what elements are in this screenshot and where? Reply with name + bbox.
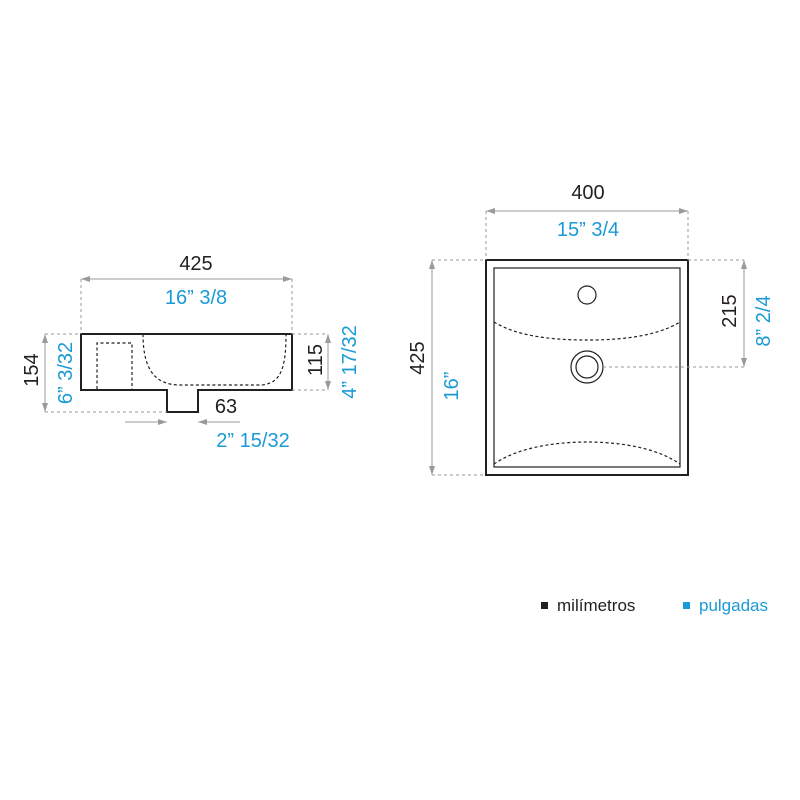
side-width-mm: 425 (179, 253, 212, 275)
top-drain-mm: 215 (719, 294, 741, 327)
legend: milímetros pulgadas (541, 596, 768, 615)
legend-imperial-swatch (683, 602, 690, 609)
side-bowl-hidden-line (142, 333, 287, 386)
top-width-arrow-left (486, 208, 495, 214)
top-tap-hole (577, 285, 597, 305)
side-height-arrow-bottom (42, 403, 48, 412)
side-height-arrow-top (42, 334, 48, 343)
top-bowl-upper-edge (493, 321, 681, 341)
legend-metric-swatch (541, 602, 548, 609)
side-drain-mm: 63 (215, 396, 237, 418)
top-drain-in: 8” 2/4 (753, 295, 775, 346)
side-depth-in: 4” 17/32 (339, 325, 361, 398)
top-depth-in: 16” (441, 372, 463, 401)
top-width-arrow-right (679, 208, 688, 214)
top-drain-arrow-top (741, 260, 747, 269)
top-bowl-lower-edge (493, 441, 681, 465)
side-depth-arrow-top (325, 334, 331, 343)
side-width-in: 16” 3/8 (165, 287, 227, 309)
side-view: 425 16” 3/8 154 6” 3/32 115 4” 17/32 63 … (21, 253, 361, 452)
side-drain-arrow-left (158, 419, 167, 425)
side-height-mm: 154 (21, 353, 43, 386)
top-depth-mm: 425 (407, 341, 429, 374)
top-drain-arrow-bottom (741, 358, 747, 367)
side-depth-mm: 115 (305, 344, 327, 376)
side-drain-in: 2” 15/32 (216, 430, 289, 452)
top-inner-rim (493, 267, 681, 468)
side-height-in: 6” 3/32 (55, 342, 77, 404)
top-depth-arrow-bottom (429, 466, 435, 475)
side-drain-arrow-right (198, 419, 207, 425)
side-basin-outline (80, 333, 293, 413)
top-drain-inner (575, 355, 599, 379)
top-view: 400 15” 3/4 425 16” 215 8” 2/4 (407, 182, 775, 476)
side-overflow-hidden-line (96, 342, 133, 389)
side-width-arrow-right (283, 276, 292, 282)
side-width-arrow-left (81, 276, 90, 282)
top-width-in: 15” 3/4 (557, 219, 619, 241)
legend-metric-label: milímetros (557, 596, 635, 615)
side-depth-arrow-bottom (325, 381, 331, 390)
top-depth-arrow-top (429, 260, 435, 269)
top-width-mm: 400 (571, 182, 604, 204)
legend-imperial-label: pulgadas (699, 596, 768, 615)
